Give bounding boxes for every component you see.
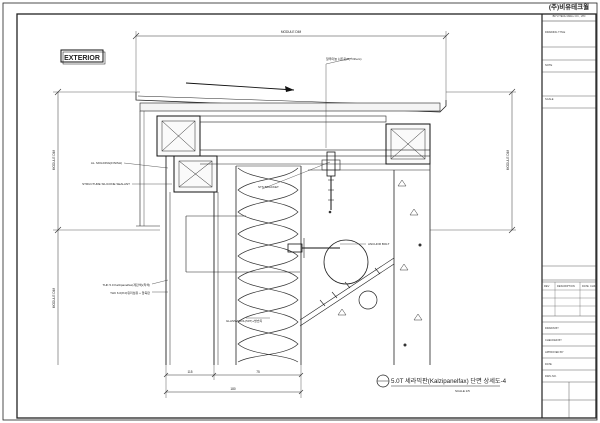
- info-table: DRAWN BY CHECKED BY APPROVED BY DATE DWG…: [542, 321, 596, 418]
- rev-col-desc: DESCRIPTION: [557, 284, 575, 288]
- anchor-bracket: [287, 238, 395, 327]
- insulation-pattern: [237, 167, 299, 363]
- bottom-dimension: 115 75 180: [163, 365, 304, 398]
- drawing-title-label: DRAWING TITLE: [545, 30, 565, 34]
- module-dim-right: MODULE DIM: [506, 149, 510, 170]
- callout-sealant: STRUCTURE SILICONE SEALANT: [82, 182, 172, 186]
- rev-col-chk: CHK: [590, 284, 596, 288]
- svg-text:AL. MOLDING(FINISH): AL. MOLDING(FINISH): [91, 161, 122, 165]
- info-dwg-no: DWG NO.: [545, 374, 557, 378]
- caption-scale: SCALE 1/5: [455, 389, 470, 393]
- callout-al-molding: AL. MOLDING(FINISH): [91, 161, 169, 169]
- dim-small-b: 75: [256, 370, 260, 374]
- corner-tube-right: [385, 123, 431, 165]
- svg-text:STRUCTURE SILICONE SEALANT: STRUCTURE SILICONE SEALANT: [82, 182, 130, 186]
- exterior-tag: EXTERIOR: [60, 49, 106, 65]
- revision-table: REV DESCRIPTION DATE CHK: [541, 281, 597, 317]
- company-subtitle: BIYU TECH WALL CO., LTD: [553, 14, 586, 18]
- callout-sts-bracket: STS BRACKET: [258, 161, 331, 190]
- info-checked-by: CHECKED BY: [545, 338, 562, 342]
- sheet-inner-border: [16, 13, 597, 419]
- top-coping: [135, 82, 447, 227]
- scale-label: SCALE: [545, 97, 554, 101]
- module-dim-left-2: MODULE DIM: [52, 287, 56, 308]
- module-dim-left: MODULE DIM: [52, 149, 56, 170]
- rev-col-rev: REV: [544, 284, 550, 288]
- dim-bottom: 180: [230, 387, 236, 391]
- bracket-bolt: [308, 151, 394, 210]
- top-dimension: MODULE DIM: [132, 30, 450, 100]
- callout-top-note: 알루미늄 쉬트로(By Others): [325, 56, 362, 148]
- info-date: DATE: [545, 362, 552, 366]
- facade-panel: [165, 156, 302, 365]
- company-name: (주)비유테크월: [549, 2, 589, 11]
- svg-text:알루미늄 쉬트로(By Others): 알루미늄 쉬트로(By Others): [326, 56, 362, 61]
- note-label: NOTE: [545, 63, 552, 67]
- callout-panel: THK 5.0 Kalzipanelfax(계란색)(착색) THK 6.0(8…: [103, 279, 169, 295]
- detail-caption: 5.0T 세라믹판(Kalzipanelfax) 단면 상세도-4 SCALE …: [376, 374, 507, 393]
- mid-frame-tube: [173, 155, 218, 193]
- module-dim-top: MODULE DIM: [281, 30, 302, 34]
- exterior-label: EXTERIOR: [64, 55, 100, 62]
- info-drawn-by: DRAWN BY: [545, 326, 559, 330]
- svg-text:ANCHOR BOLT: ANCHOR BOLT: [368, 242, 390, 246]
- concrete-wall: [328, 156, 431, 365]
- svg-text:STS BRACKET: STS BRACKET: [258, 185, 279, 189]
- info-approved-by: APPROVED BY: [545, 350, 564, 354]
- svg-text:THK 6.0(8.0)유리섬유 + 압축판: THK 6.0(8.0)유리섬유 + 압축판: [110, 290, 150, 295]
- horizontal-beam: [199, 115, 431, 165]
- callout-anchor-bolt: ANCHOR BOLT: [340, 242, 390, 246]
- svg-text:GLASSWOOL(50T)+방습지: GLASSWOOL(50T)+방습지: [226, 318, 263, 323]
- title-block: (주)비유테크월 BIYU TECH WALL CO., LTD DRAWING…: [541, 2, 597, 418]
- corner-tube-left: [156, 115, 201, 157]
- svg-text:THK 5.0 Kalzipanelfax(계란색)(착색): THK 5.0 Kalzipanelfax(계란색)(착색): [103, 282, 150, 287]
- dim-small-a: 115: [187, 370, 192, 374]
- right-dimension: MODULE DIM: [430, 88, 516, 234]
- callout-insulation: GLASSWOOL(50T)+방습지: [226, 317, 270, 323]
- left-dimension: MODULE DIM MODULE DIM: [52, 88, 160, 365]
- caption-title: 5.0T 세라믹판(Kalzipanelfax) 단면 상세도-4: [391, 377, 507, 385]
- rev-col-date: DATE: [582, 284, 589, 288]
